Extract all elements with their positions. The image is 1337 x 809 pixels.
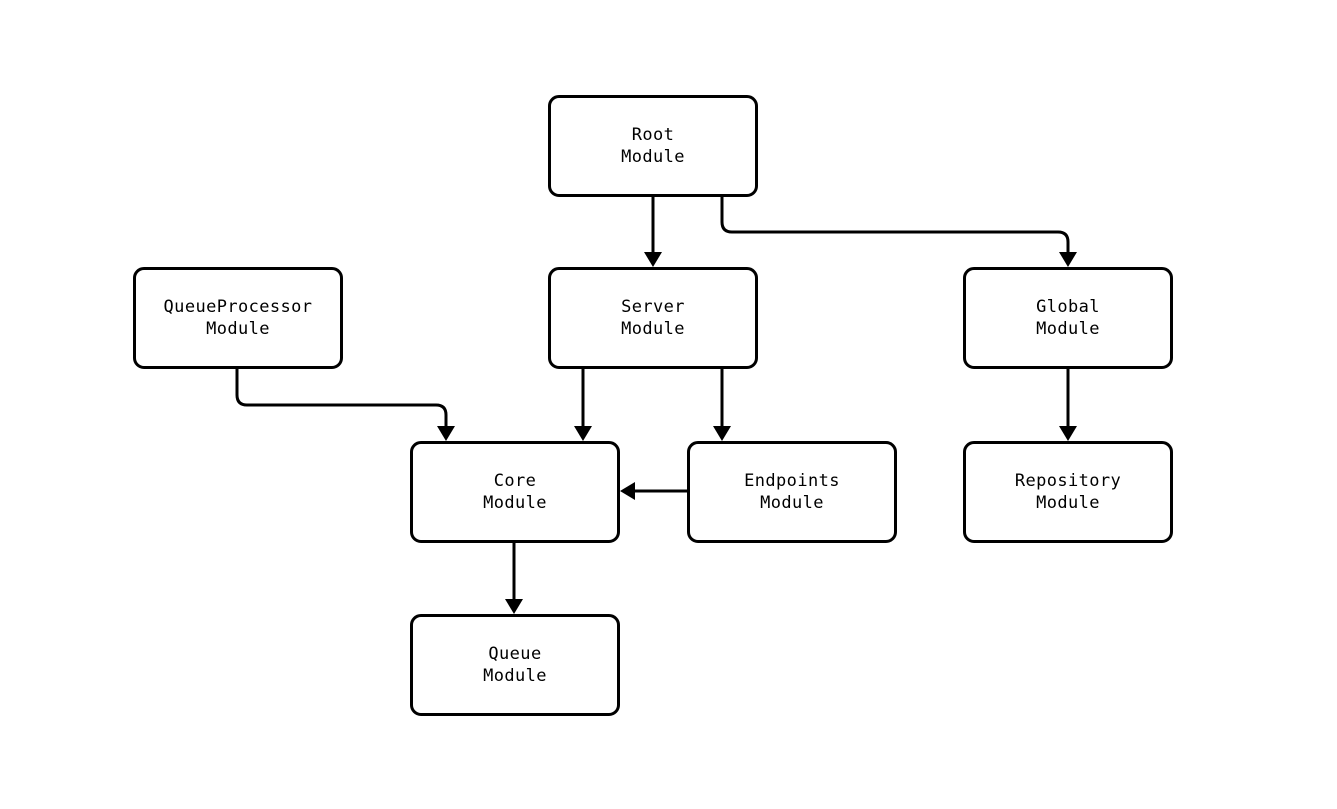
arrowhead-server-core	[574, 426, 592, 441]
arrowhead-queueprocessor-core	[437, 426, 455, 441]
node-core-module[interactable]: Core Module	[410, 441, 620, 543]
node-repository-module-line1: Repository	[1014, 471, 1122, 491]
node-root-module-line2: Module	[621, 147, 685, 167]
node-queueprocessor-module-line1: QueueProcessor	[163, 297, 313, 317]
node-endpoints-module[interactable]: Endpoints Module	[687, 441, 897, 543]
node-root-module-line1: Root	[631, 125, 675, 145]
node-endpoints-module-line2: Module	[760, 493, 824, 513]
node-root-module[interactable]: Root Module	[548, 95, 758, 197]
node-global-module[interactable]: Global Module	[963, 267, 1173, 369]
edge-queueprocessor-core	[235, 369, 448, 432]
node-global-module-line1: Global	[1036, 297, 1100, 317]
node-server-module-line2: Module	[621, 319, 685, 339]
node-server-module-line1: Server	[621, 297, 685, 317]
edge-root-global	[720, 197, 1070, 258]
node-core-module-line2: Module	[483, 493, 547, 513]
arrowhead-root-server	[644, 252, 662, 267]
node-queue-module-line2: Module	[483, 666, 547, 686]
arrowhead-server-endpoints	[713, 426, 731, 441]
arrowhead-core-queue	[505, 599, 523, 614]
node-queueprocessor-module-line2: Module	[206, 319, 270, 339]
node-repository-module[interactable]: Repository Module	[963, 441, 1173, 543]
node-server-module[interactable]: Server Module	[548, 267, 758, 369]
node-global-module-line2: Module	[1036, 319, 1100, 339]
arrowhead-endpoints-core	[620, 482, 635, 500]
node-repository-module-line2: Module	[1036, 493, 1100, 513]
node-queue-module-line1: Queue	[488, 644, 542, 664]
node-queue-module[interactable]: Queue Module	[410, 614, 620, 716]
node-queueprocessor-module[interactable]: QueueProcessor Module	[133, 267, 343, 369]
arrowhead-root-global	[1059, 252, 1077, 267]
node-endpoints-module-line1: Endpoints	[744, 471, 840, 491]
arrowhead-global-repository	[1059, 426, 1077, 441]
node-core-module-line1: Core	[493, 471, 537, 491]
